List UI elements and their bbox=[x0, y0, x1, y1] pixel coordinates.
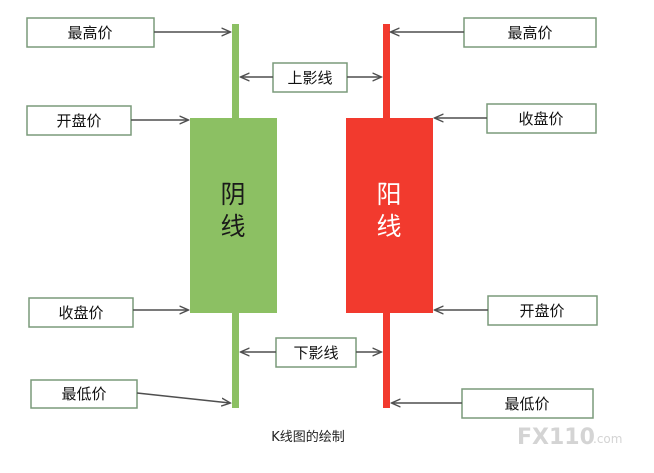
bearish-lowest-callout: 最低价 bbox=[30, 379, 230, 409]
fx110-watermark: FX110 .com bbox=[517, 425, 622, 450]
bullish-close-label: 收盘价 bbox=[518, 110, 563, 128]
bearish-highest-label: 最高价 bbox=[67, 24, 112, 42]
bearish-open-label: 开盘价 bbox=[56, 112, 101, 130]
upper-shadow-callout: 上影线 bbox=[241, 62, 381, 93]
bullish-open-callout: 开盘价 bbox=[435, 295, 598, 326]
bullish-candle: 阳 线 bbox=[346, 24, 433, 408]
bullish-upper-wick bbox=[383, 24, 390, 120]
bearish-body-label-2: 线 bbox=[220, 212, 245, 241]
bearish-upper-wick bbox=[232, 24, 239, 120]
bullish-highest-callout: 最高价 bbox=[391, 17, 597, 48]
bearish-highest-callout: 最高价 bbox=[26, 17, 230, 48]
bullish-body-label-2: 线 bbox=[376, 212, 401, 241]
lower-shadow-callout: 下影线 bbox=[241, 337, 381, 368]
bullish-close-callout: 收盘价 bbox=[435, 103, 597, 134]
bullish-lowest-callout: 最低价 bbox=[392, 388, 594, 419]
bearish-lowest-arrow bbox=[136, 392, 230, 403]
upper-shadow-label: 上影线 bbox=[287, 69, 332, 87]
watermark-suffix: .com bbox=[593, 432, 622, 446]
bearish-close-callout: 收盘价 bbox=[28, 297, 188, 328]
bullish-highest-label: 最高价 bbox=[507, 24, 552, 42]
bearish-lower-wick bbox=[232, 311, 239, 408]
bullish-open-label: 开盘价 bbox=[519, 302, 564, 320]
bearish-lowest-label: 最低价 bbox=[61, 385, 106, 403]
bearish-body bbox=[190, 118, 277, 313]
bearish-open-callout: 开盘价 bbox=[26, 105, 188, 136]
bullish-body bbox=[346, 118, 433, 313]
bearish-body-label-1: 阴 bbox=[220, 180, 245, 209]
lower-shadow-label: 下影线 bbox=[293, 344, 338, 362]
bullish-lower-wick bbox=[383, 311, 390, 408]
bearish-candle: 阴 线 bbox=[190, 24, 277, 408]
bullish-body-label-1: 阳 bbox=[376, 180, 401, 209]
bullish-lowest-label: 最低价 bbox=[504, 395, 549, 413]
watermark-brand: FX110 bbox=[517, 425, 595, 450]
figure-caption: K线图的绘制 bbox=[271, 429, 345, 445]
bearish-close-label: 收盘价 bbox=[58, 304, 103, 322]
